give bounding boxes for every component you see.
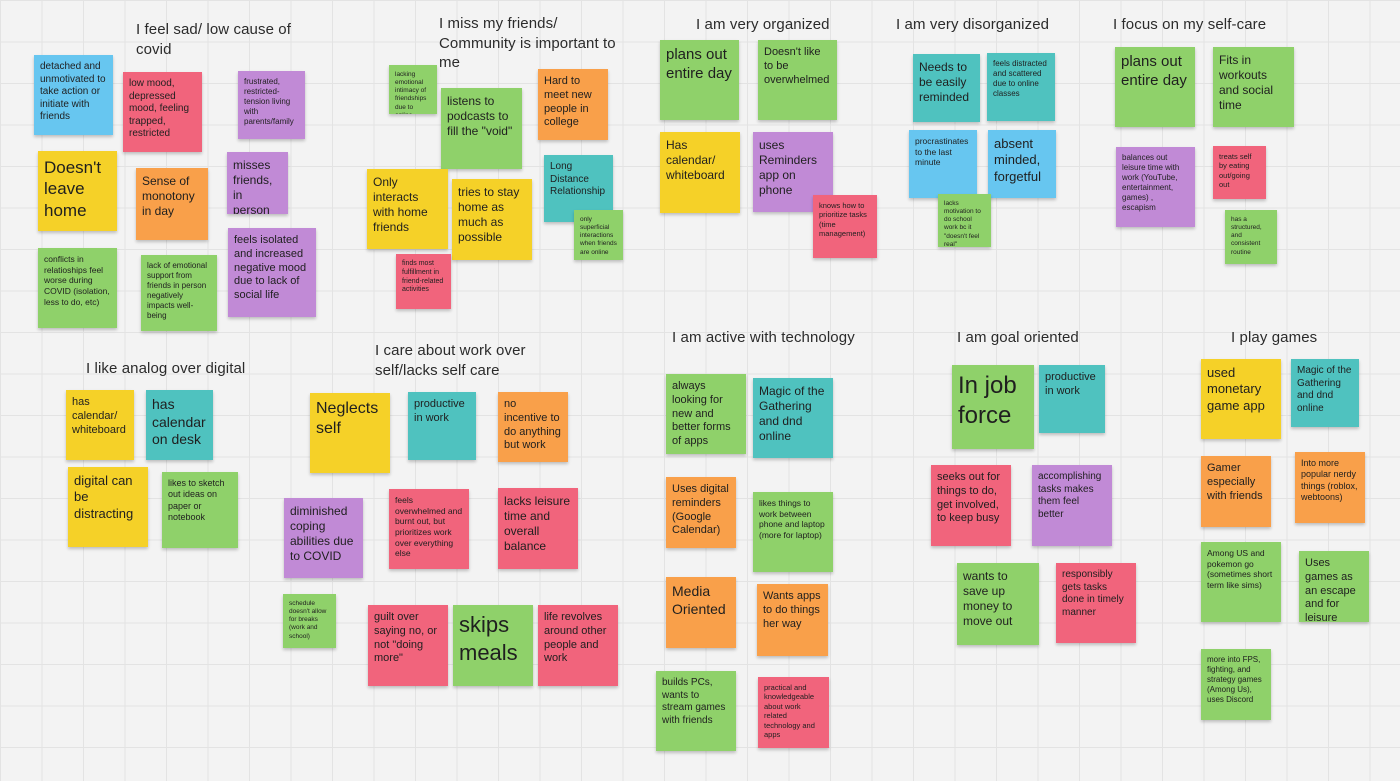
- sticky-note[interactable]: likes to sketch out ideas on paper or no…: [162, 472, 238, 548]
- sticky-note[interactable]: Only interacts with home friends: [367, 169, 448, 249]
- sticky-note[interactable]: used monetary game app: [1201, 359, 1281, 439]
- sticky-note[interactable]: builds PCs, wants to stream games with f…: [656, 671, 736, 751]
- sticky-note[interactable]: has calendar on desk: [146, 390, 213, 460]
- sticky-note[interactable]: productive in work: [408, 392, 476, 460]
- sticky-note[interactable]: skips meals: [453, 605, 533, 686]
- sticky-note[interactable]: likes things to work between phone and l…: [753, 492, 833, 572]
- sticky-note[interactable]: Uses games as an escape and for leisure: [1299, 551, 1369, 622]
- category-heading: I focus on my self-care: [1113, 16, 1267, 33]
- sticky-note[interactable]: digital can be distracting: [68, 467, 148, 547]
- sticky-note[interactable]: lacking emotional intimacy of friendship…: [389, 65, 437, 114]
- sticky-note[interactable]: Has calendar/ whiteboard: [660, 132, 740, 213]
- sticky-note[interactable]: wants to save up money to move out: [957, 563, 1039, 645]
- sticky-note[interactable]: diminished coping abilities due to COVID: [284, 498, 363, 578]
- category-heading: I like analog over digital: [86, 360, 246, 377]
- sticky-note[interactable]: detached and unmotivated to take action …: [34, 55, 113, 135]
- sticky-note[interactable]: no incentive to do anything but work: [498, 392, 568, 462]
- sticky-note[interactable]: practical and knowledgeable about work r…: [758, 677, 829, 748]
- sticky-note[interactable]: responsibly gets tasks done in timely ma…: [1056, 563, 1136, 643]
- sticky-note[interactable]: accomplishing tasks makes them feel bett…: [1032, 465, 1112, 546]
- sticky-note[interactable]: always looking for new and better forms …: [666, 374, 746, 454]
- sticky-note[interactable]: lack of emotional support from friends i…: [141, 255, 217, 331]
- sticky-note[interactable]: life revolves around other people and wo…: [538, 605, 618, 686]
- sticky-note[interactable]: Wants apps to do things her way: [757, 584, 828, 656]
- sticky-note[interactable]: Doesn't leave home: [38, 151, 117, 231]
- category-heading: I care about work over self/lacks self c…: [375, 342, 526, 379]
- sticky-note[interactable]: Magic of the Gathering and dnd online: [1291, 359, 1359, 427]
- sticky-note[interactable]: Among US and pokemon go (sometimes short…: [1201, 542, 1281, 622]
- sticky-note[interactable]: misses friends, in person: [227, 152, 288, 214]
- sticky-note[interactable]: lacks motivation to do school work bc it…: [938, 194, 991, 247]
- sticky-note[interactable]: Sense of monotony in day: [136, 168, 208, 240]
- category-heading: I miss my friends/ Community is importan…: [439, 15, 616, 71]
- sticky-note[interactable]: Media Oriented: [666, 577, 736, 648]
- sticky-note[interactable]: plans out entire day: [660, 40, 739, 120]
- category-heading: I am very disorganized: [896, 16, 1050, 33]
- sticky-note[interactable]: feels isolated and increased negative mo…: [228, 228, 316, 317]
- sticky-note[interactable]: tries to stay home as much as possible: [452, 179, 532, 260]
- sticky-note[interactable]: has calendar/ whiteboard: [66, 390, 134, 460]
- sticky-note[interactable]: conflicts in relatioships feel worse dur…: [38, 248, 117, 328]
- sticky-note[interactable]: Gamer especially with friends: [1201, 456, 1271, 527]
- sticky-note[interactable]: Into more popular nerdy things (roblox, …: [1295, 452, 1365, 523]
- sticky-note[interactable]: plans out entire day: [1115, 47, 1195, 127]
- sticky-note[interactable]: Neglects self: [310, 393, 390, 473]
- sticky-note[interactable]: procrastinates to the last minute: [909, 130, 977, 198]
- sticky-note[interactable]: low mood, depressed mood, feeling trappe…: [123, 72, 202, 152]
- sticky-note[interactable]: Needs to be easily reminded: [913, 54, 980, 122]
- sticky-note[interactable]: absent minded, forgetful: [988, 130, 1056, 198]
- sticky-note[interactable]: frustrated, restricted-tension living wi…: [238, 71, 305, 139]
- sticky-note[interactable]: Magic of the Gathering and dnd online: [753, 378, 833, 458]
- sticky-note[interactable]: listens to podcasts to fill the "void": [441, 88, 522, 169]
- sticky-note[interactable]: schedule doesn't allow for breaks (work …: [283, 594, 336, 648]
- sticky-note[interactable]: seeks out for things to do, get involved…: [931, 465, 1011, 546]
- category-heading: I am active with technology: [672, 329, 855, 346]
- sticky-note[interactable]: lacks leisure time and overall balance: [498, 488, 578, 569]
- sticky-note[interactable]: uses Reminders app on phone: [753, 132, 833, 212]
- category-heading: I feel sad/ low cause of covid: [136, 21, 291, 58]
- sticky-note[interactable]: feels overwhelmed and burnt out, but pri…: [389, 489, 469, 569]
- sticky-note[interactable]: knows how to prioritize tasks (time mana…: [813, 195, 877, 258]
- category-heading: I am very organized: [696, 16, 830, 33]
- sticky-note[interactable]: Fits in workouts and social time: [1213, 47, 1294, 127]
- sticky-note[interactable]: balances out leisure time with work (You…: [1116, 147, 1195, 227]
- category-heading: I play games: [1231, 329, 1318, 346]
- sticky-note[interactable]: guilt over saying no, or not "doing more…: [368, 605, 448, 686]
- category-heading: I am goal oriented: [957, 329, 1079, 346]
- sticky-note[interactable]: only superficial interactions when frien…: [574, 210, 623, 260]
- sticky-note[interactable]: finds most fulfillment in friend-related…: [396, 254, 451, 309]
- sticky-note[interactable]: productive in work: [1039, 365, 1105, 433]
- sticky-note[interactable]: has a structured, and consistent routine: [1225, 210, 1277, 264]
- sticky-note[interactable]: Uses digital reminders (Google Calendar): [666, 477, 736, 548]
- sticky-note[interactable]: feels distracted and scattered due to on…: [987, 53, 1055, 121]
- sticky-note[interactable]: In job force: [952, 365, 1034, 449]
- sticky-note[interactable]: Doesn't like to be overwhelmed: [758, 40, 837, 120]
- sticky-note[interactable]: more into FPS, fighting, and strategy ga…: [1201, 649, 1271, 720]
- sticky-note[interactable]: treats self by eating out/going out: [1213, 146, 1266, 199]
- sticky-note[interactable]: Hard to meet new people in college: [538, 69, 608, 140]
